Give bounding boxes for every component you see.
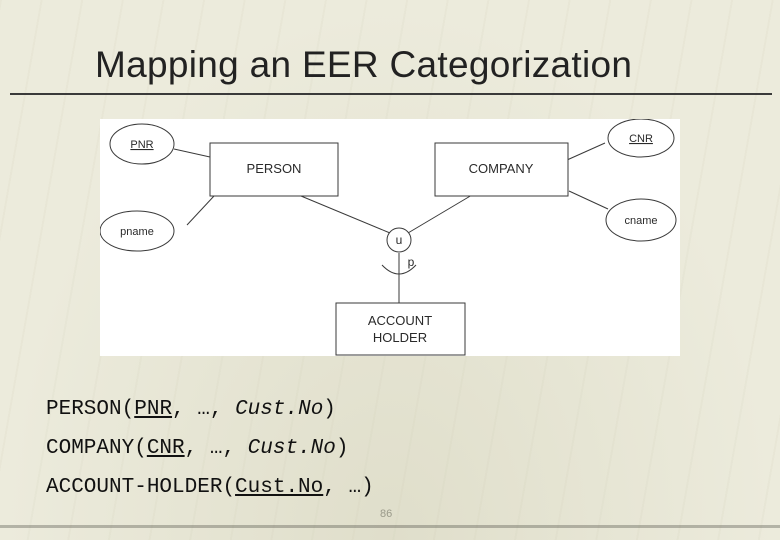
slide-title: Mapping an EER Categorization [95, 44, 633, 85]
relation-person: PERSON(PNR, …, Cust.No) [46, 398, 336, 421]
participation-label: p [408, 255, 415, 269]
entity-account-holder-box [335, 302, 466, 356]
entity-person-box [209, 142, 339, 197]
attribute-cnr-ellipse [607, 119, 675, 158]
line-company-union [407, 194, 473, 234]
line-pnr-person [173, 148, 211, 158]
entity-person-label: PERSON [247, 161, 302, 176]
entity-account-holder-label-1: ACCOUNT [368, 313, 432, 328]
primary-key: Cust.No [235, 476, 324, 499]
foreign-key: Cust.No [247, 437, 336, 460]
union-symbol: u [396, 233, 403, 247]
line-cname-company [568, 190, 609, 210]
relation-schemas: PERSON(PNR, …, Cust.No) COMPANY(CNR, …, C… [46, 390, 374, 507]
line-pname-person [186, 195, 215, 226]
page-number: 86 [380, 508, 393, 520]
title-underline [10, 93, 772, 95]
attribute-cnr-label: CNR [629, 133, 653, 145]
relation-company: COMPANY(CNR, …, Cust.No) [46, 437, 349, 460]
attribute-pname-ellipse [100, 210, 175, 252]
entity-company-box [434, 142, 569, 197]
foreign-key: Cust.No [235, 398, 324, 421]
entity-account-holder-label-2: HOLDER [373, 330, 427, 345]
relation-account-holder: ACCOUNT-HOLDER(Cust.No, …) [46, 476, 374, 499]
footer-rule [0, 525, 780, 528]
attribute-pname-label: pname [120, 226, 154, 238]
line-cnr-company [566, 142, 606, 161]
subset-symbol [381, 264, 417, 275]
union-circle [386, 227, 412, 253]
attribute-cname-label: cname [624, 215, 657, 227]
entity-company-label: COMPANY [469, 161, 534, 176]
primary-key: PNR [134, 398, 173, 421]
line-person-union [300, 195, 391, 234]
attribute-cname-ellipse [605, 198, 677, 242]
attribute-pnr-label: PNR [130, 139, 153, 151]
attribute-pnr-ellipse [109, 123, 175, 165]
primary-key: CNR [146, 437, 185, 460]
eer-diagram: PNR pname CNR cname PERSON COMPANY ACCOU… [100, 119, 680, 356]
